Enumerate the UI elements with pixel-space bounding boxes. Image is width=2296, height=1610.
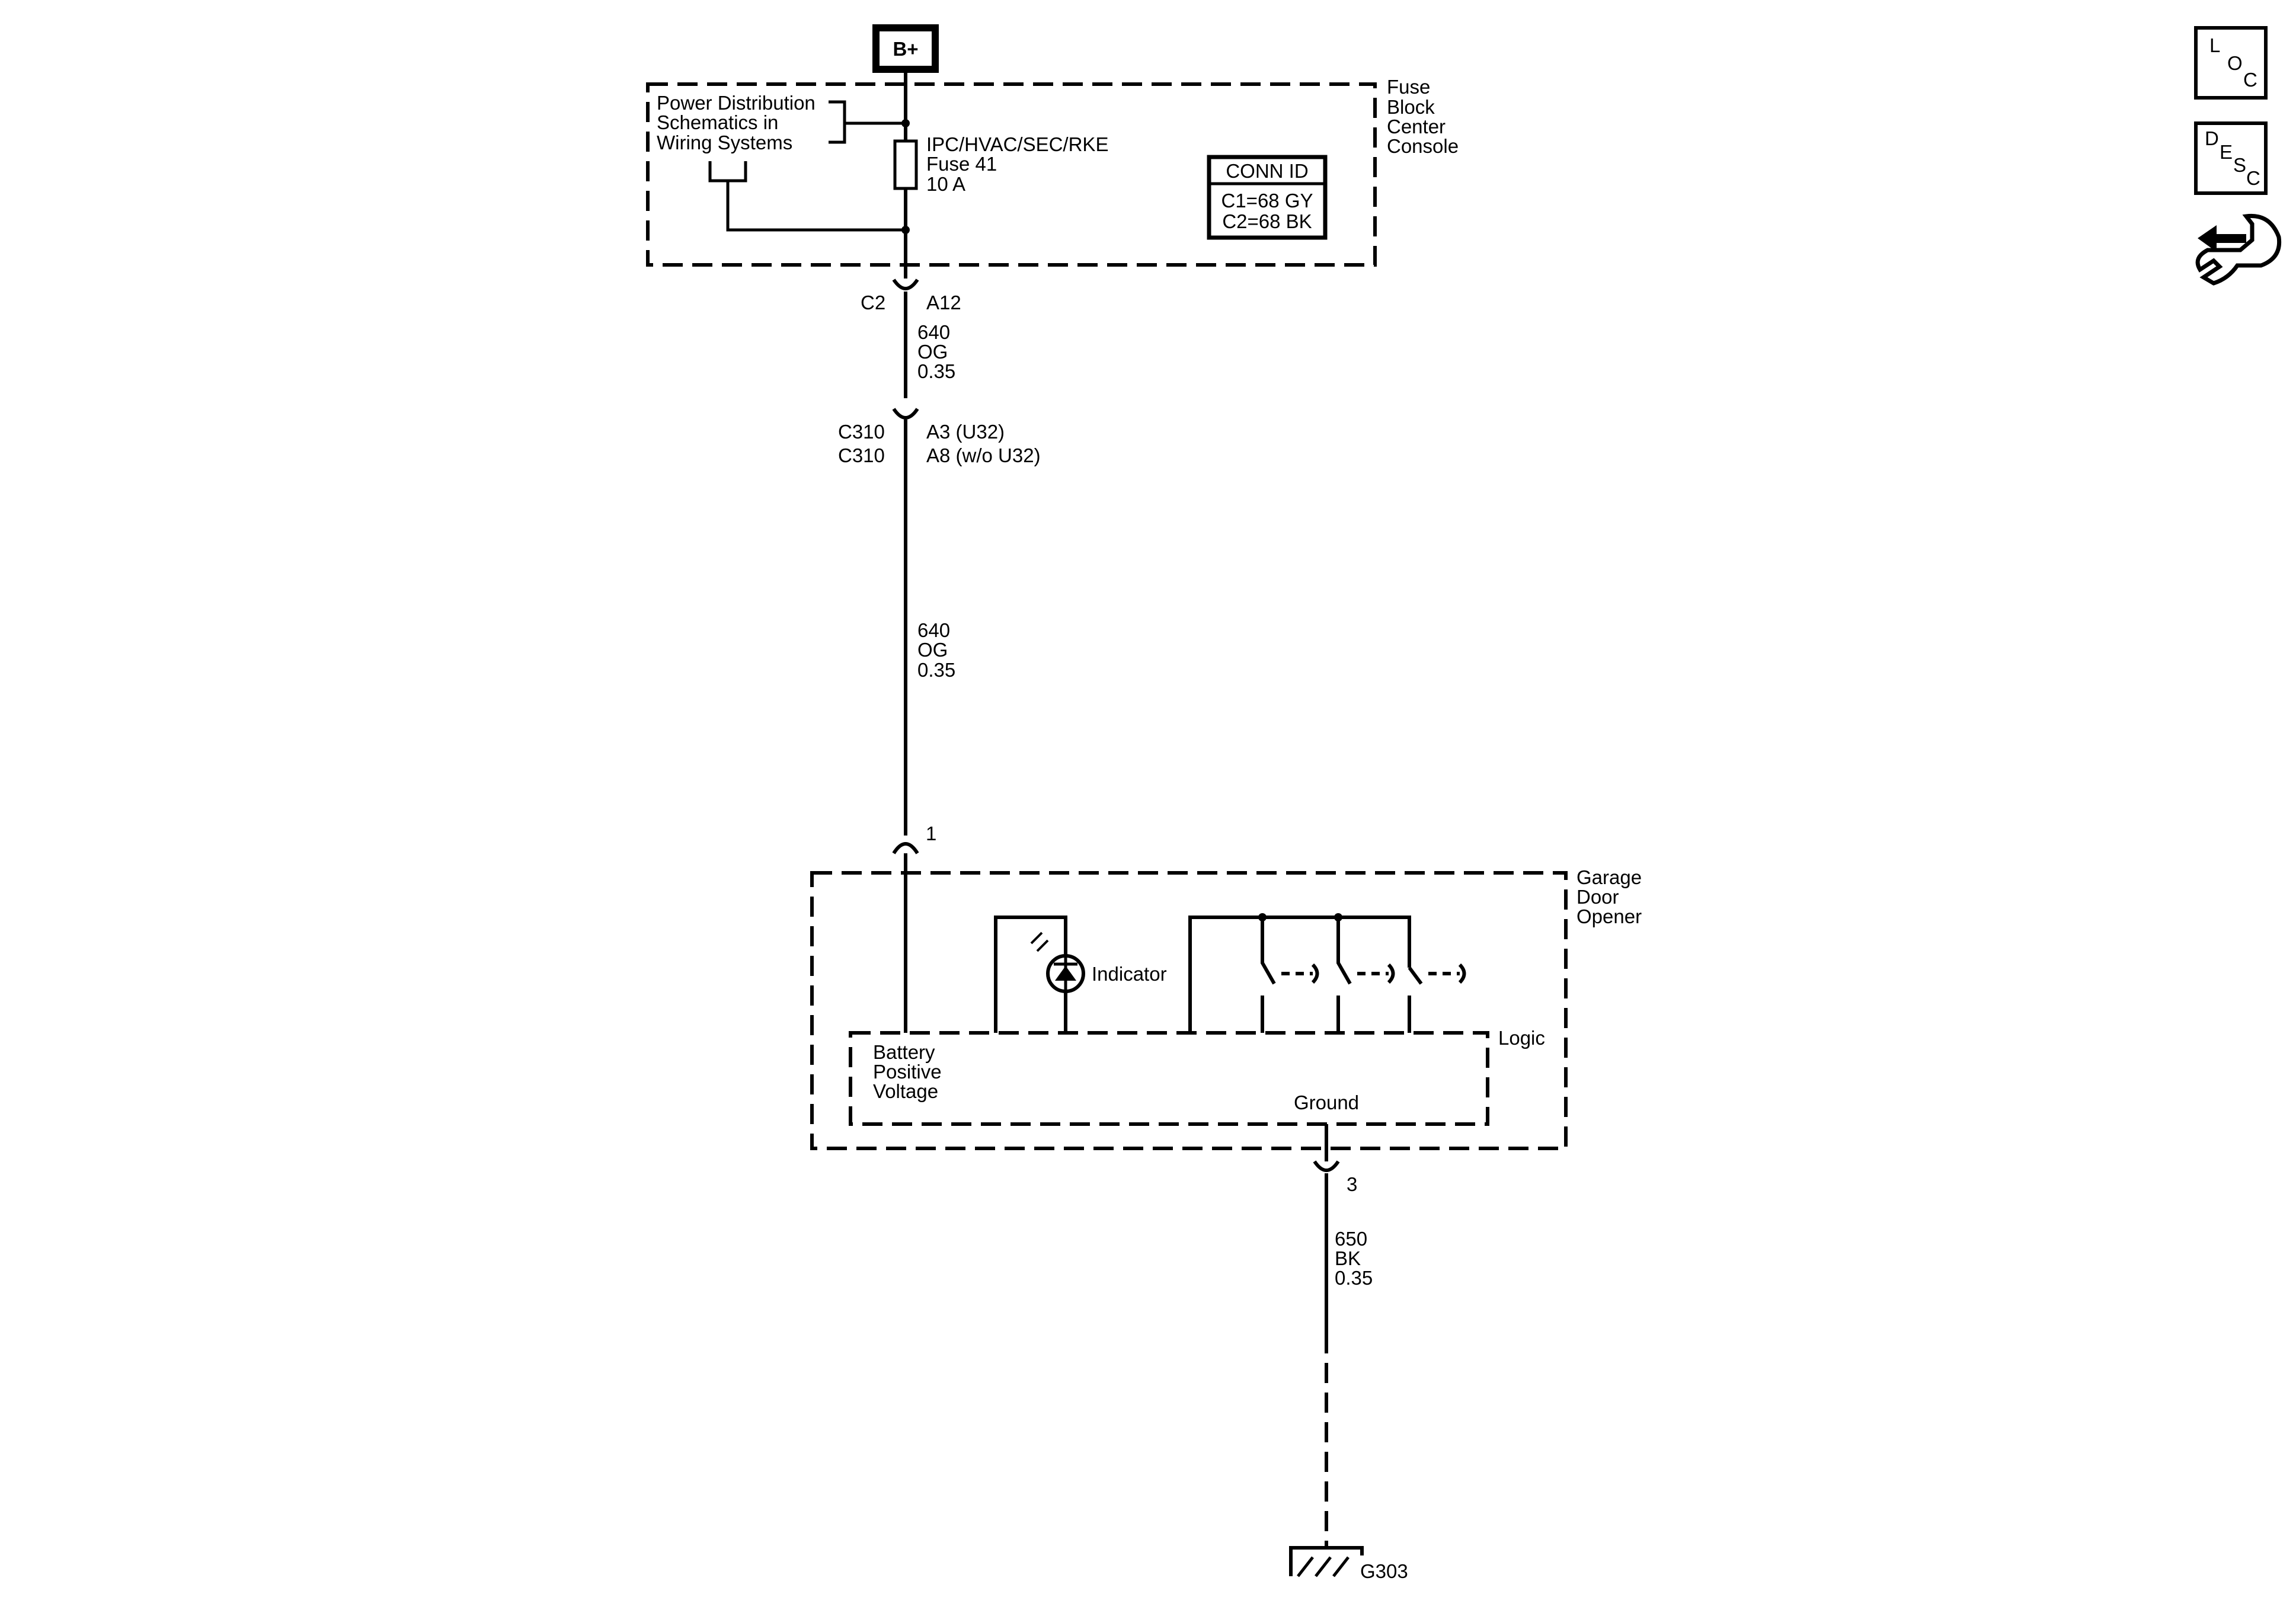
svg-text:0.35: 0.35 (917, 659, 955, 681)
garage-door-opener-outline (810, 871, 1568, 1150)
svg-text:Power Distribution: Power Distribution (657, 92, 816, 114)
svg-text:640: 640 (917, 321, 950, 343)
connector-c310-name: C310 (838, 444, 885, 466)
garage-door-opener-pin-3: 3 (1313, 1160, 1357, 1195)
svg-text:C: C (2246, 167, 2260, 189)
svg-text:0.35: 0.35 (917, 360, 955, 382)
battery-supply-label: B+ (893, 38, 918, 60)
svg-text:0.35: 0.35 (1335, 1267, 1373, 1289)
svg-text:Console: Console (1387, 135, 1459, 157)
description-view-button[interactable]: D E S C (2194, 121, 2268, 195)
logic-module-outline (849, 1031, 1489, 1126)
svg-text:Opener: Opener (1576, 905, 1642, 927)
conn-id-title: CONN ID (1226, 160, 1308, 182)
logic-label: Logic (1498, 1027, 1545, 1049)
pin-1-label: 1 (926, 822, 936, 844)
svg-text:Wiring Systems: Wiring Systems (657, 132, 792, 153)
ground-pin-label: Ground (1294, 1092, 1359, 1113)
svg-text:Fuse 41: Fuse 41 (926, 153, 997, 175)
pin-3-label: 3 (1347, 1173, 1357, 1195)
wire-640-og-lower-label: 640 OG 0.35 (917, 619, 955, 681)
connector-c310: C310 A3 (U32) C310 A8 (w/o U32) (838, 408, 1041, 466)
svg-text:OG: OG (917, 639, 948, 661)
ground-g303-symbol (1289, 1546, 1364, 1577)
ground-g303-label: G303 (1360, 1560, 1408, 1582)
transmitter-switch-bank (1188, 913, 1466, 1033)
connector-c2-pin: A12 (926, 292, 961, 313)
svg-text:L: L (2209, 34, 2220, 56)
svg-text:Door: Door (1576, 886, 1619, 908)
location-view-button[interactable]: L O C (2194, 26, 2268, 100)
svg-text:Schematics in: Schematics in (657, 111, 778, 133)
svg-text:Battery: Battery (873, 1041, 935, 1063)
connector-c2-name: C2 (861, 292, 885, 313)
svg-text:BK: BK (1335, 1247, 1361, 1269)
svg-text:S: S (2233, 154, 2246, 176)
svg-text:IPC/HVAC/SEC/RKE: IPC/HVAC/SEC/RKE (926, 133, 1108, 155)
svg-text:Garage: Garage (1576, 866, 1642, 888)
wire-650-bk-label: 650 BK 0.35 (1335, 1228, 1373, 1289)
fuse-41-symbol (893, 139, 918, 190)
garage-door-opener-name: Garage Door Opener (1576, 866, 1642, 927)
svg-text:Fuse: Fuse (1387, 76, 1430, 98)
svg-text:E: E (2220, 141, 2233, 163)
connector-c310-pin: A8 (w/o U32) (926, 444, 1041, 466)
svg-text:650: 650 (1335, 1228, 1367, 1250)
svg-text:C: C (2243, 69, 2257, 91)
svg-text:OG: OG (917, 341, 948, 363)
svg-text:Block: Block (1387, 96, 1435, 118)
garage-door-opener-pin-1: 1 (892, 822, 936, 854)
conn-id-row: C2=68 BK (1222, 210, 1312, 232)
connector-c310-name: C310 (838, 421, 885, 443)
indicator-label: Indicator (1092, 963, 1167, 985)
battery-supply-terminal: B+ (872, 24, 939, 73)
svg-text:Center: Center (1387, 116, 1446, 137)
svg-text:D: D (2205, 127, 2219, 149)
power-distribution-reference: Power Distribution Schematics in Wiring … (657, 92, 906, 232)
svg-text:640: 640 (917, 619, 950, 641)
fuse-block-outline (646, 82, 1377, 267)
conn-id-row: C1=68 GY (1221, 190, 1313, 212)
svg-text:Positive: Positive (873, 1061, 942, 1083)
wire-640-og-upper-label: 640 OG 0.35 (917, 321, 955, 382)
diagnostic-tools-icon[interactable] (2195, 213, 2282, 286)
indicator-led (994, 916, 1085, 1033)
connector-c2: C2 A12 (861, 279, 961, 313)
connector-c310-pin: A3 (U32) (926, 421, 1005, 443)
svg-text:O: O (2227, 52, 2243, 74)
fuse-block-name: Fuse Block Center Console (1387, 76, 1459, 157)
fuse-41-label: IPC/HVAC/SEC/RKE Fuse 41 10 A (926, 133, 1108, 195)
battery-positive-voltage-label: Battery Positive Voltage (873, 1041, 942, 1102)
svg-text:Voltage: Voltage (873, 1080, 938, 1102)
conn-id-table: CONN ID C1=68 GY C2=68 BK (1207, 155, 1328, 240)
svg-text:10 A: 10 A (926, 173, 965, 195)
